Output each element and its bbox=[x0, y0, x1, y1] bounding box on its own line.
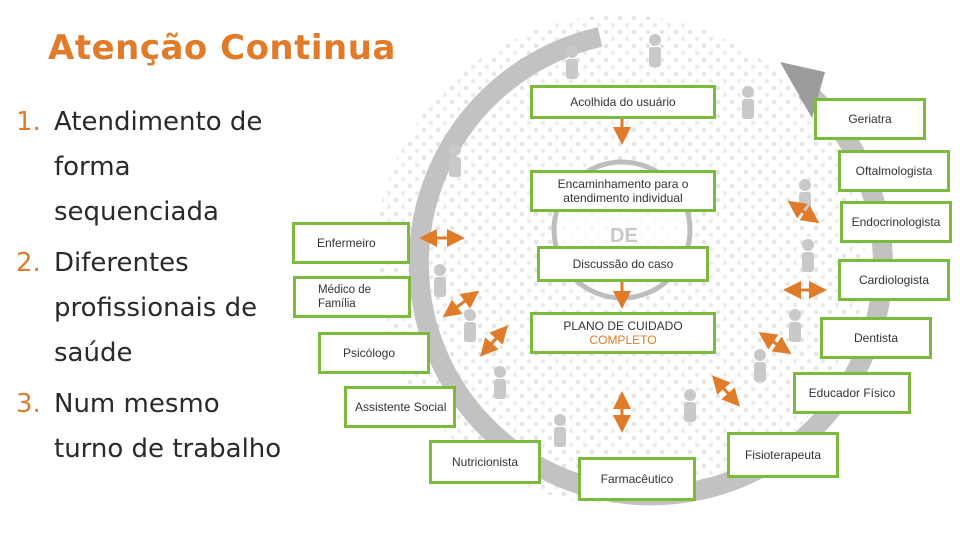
plano-line-1: PLANO DE CUIDADO bbox=[563, 319, 683, 333]
cycle-arrow-head bbox=[780, 62, 825, 118]
person-icon bbox=[789, 309, 801, 342]
list-text: Atendimento de forma sequenciada bbox=[54, 107, 263, 227]
list-text: Num mesmo turno de trabalho bbox=[54, 389, 282, 464]
geriatra-box: Geriatra bbox=[814, 98, 926, 140]
list-item: 1. Atendimento de forma sequenciada bbox=[12, 100, 282, 235]
person-icon bbox=[566, 46, 578, 79]
person-icon bbox=[649, 34, 661, 67]
person-icon bbox=[434, 264, 446, 297]
enfermeiro-box: Enfermeiro bbox=[292, 222, 410, 264]
acolhida-box: Acolhida do usuário bbox=[530, 85, 716, 119]
key-points-list: 1. Atendimento de forma sequenciada 2. Dif… bbox=[12, 100, 282, 472]
medico-box: Médico de Família bbox=[293, 276, 411, 318]
person-icon bbox=[554, 414, 566, 447]
person-icon bbox=[494, 366, 506, 399]
list-item: 2. Diferentes profissionais de saúde bbox=[12, 241, 282, 376]
psicologo-box: Psicólogo bbox=[318, 332, 430, 374]
farmaceutico-box: Farmacêutico bbox=[578, 457, 696, 501]
person-icon bbox=[799, 179, 811, 212]
educador-box: Educador Físico bbox=[793, 372, 911, 414]
fisioterapeuta-box: Fisioterapeuta bbox=[727, 432, 839, 478]
list-number: 1. bbox=[16, 107, 41, 137]
assistente-box: Assistente Social bbox=[344, 386, 456, 428]
cardiologista-box: Cardiologista bbox=[838, 259, 950, 301]
list-text: Diferentes profissionais de saúde bbox=[54, 248, 258, 368]
discussao-box: Discussão do caso bbox=[537, 246, 709, 282]
person-icon bbox=[449, 144, 461, 177]
double-arrow-icon bbox=[758, 332, 792, 354]
page-title: Atenção Continua bbox=[48, 28, 396, 68]
dentista-box: Dentista bbox=[820, 317, 932, 359]
plano-box: PLANO DE CUIDADO COMPLETO bbox=[530, 312, 716, 354]
list-number: 2. bbox=[16, 248, 41, 278]
oftalmologista-box: Oftalmologista bbox=[838, 150, 950, 192]
double-arrow-icon bbox=[712, 375, 740, 407]
person-icon bbox=[742, 86, 754, 119]
person-icon bbox=[802, 239, 814, 272]
center-watermark: DE bbox=[610, 225, 638, 247]
double-arrow-icon bbox=[480, 325, 508, 357]
double-arrow-icon bbox=[787, 200, 820, 224]
plano-line-2: COMPLETO bbox=[589, 333, 657, 347]
person-icon bbox=[754, 349, 766, 382]
nutricionista-box: Nutricionista bbox=[429, 440, 541, 484]
endocrinologista-box: Endocrinologista bbox=[840, 201, 952, 243]
person-icon bbox=[684, 389, 696, 422]
list-item: 3. Num mesmo turno de trabalho bbox=[12, 382, 282, 472]
double-arrow-icon bbox=[442, 290, 480, 318]
people-icons bbox=[434, 34, 814, 447]
encaminhamento-box: Encaminhamento para o atendimento indivi… bbox=[530, 170, 716, 212]
person-icon bbox=[464, 309, 476, 342]
list-number: 3. bbox=[16, 389, 41, 419]
